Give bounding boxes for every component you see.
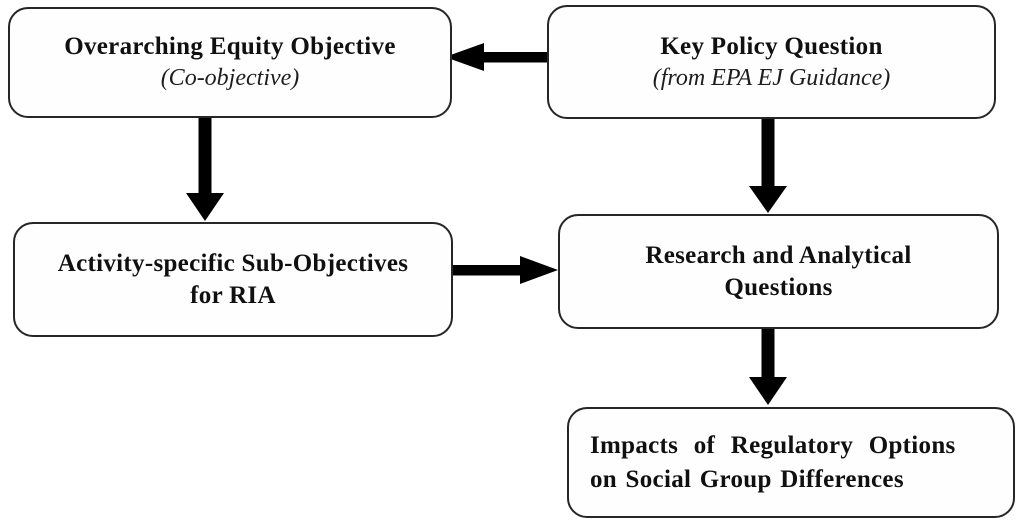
arrow-research-to-impacts xyxy=(749,328,787,405)
arrow-key-policy-to-research xyxy=(749,118,787,213)
box-subtitle: (from EPA EJ Guidance) xyxy=(652,64,891,91)
box-title-line2: for RIA xyxy=(190,281,276,309)
box-activity-specific-sub-objectives: Activity-specific Sub-Objectives for RIA xyxy=(13,222,453,337)
box-key-policy-question: Key Policy Question (from EPA EJ Guidanc… xyxy=(547,5,996,119)
box-title: Key Policy Question xyxy=(660,32,883,60)
box-title-line2: on Social Group Differences xyxy=(590,465,904,493)
arrow-key-policy-to-overarching xyxy=(445,43,547,71)
box-title-line1: Research and Analytical xyxy=(645,241,912,269)
box-title-line1: Activity-specific Sub-Objectives xyxy=(57,249,409,277)
box-title-line2: Questions xyxy=(724,273,833,301)
arrow-sub-objectives-to-research xyxy=(452,256,558,284)
box-title-line1: Impacts of Regulatory Options xyxy=(590,431,956,459)
arrow-overarching-to-sub-objectives xyxy=(186,117,224,221)
box-impacts-of-regulatory-options: Impacts of Regulatory Options on Social … xyxy=(567,407,1015,518)
box-research-and-analytical-questions: Research and Analytical Questions xyxy=(558,214,999,329)
box-title: Overarching Equity Objective xyxy=(64,33,396,60)
box-subtitle: (Co-objective) xyxy=(160,65,300,91)
box-overarching-equity-objective: Overarching Equity Objective (Co-objecti… xyxy=(8,7,452,118)
